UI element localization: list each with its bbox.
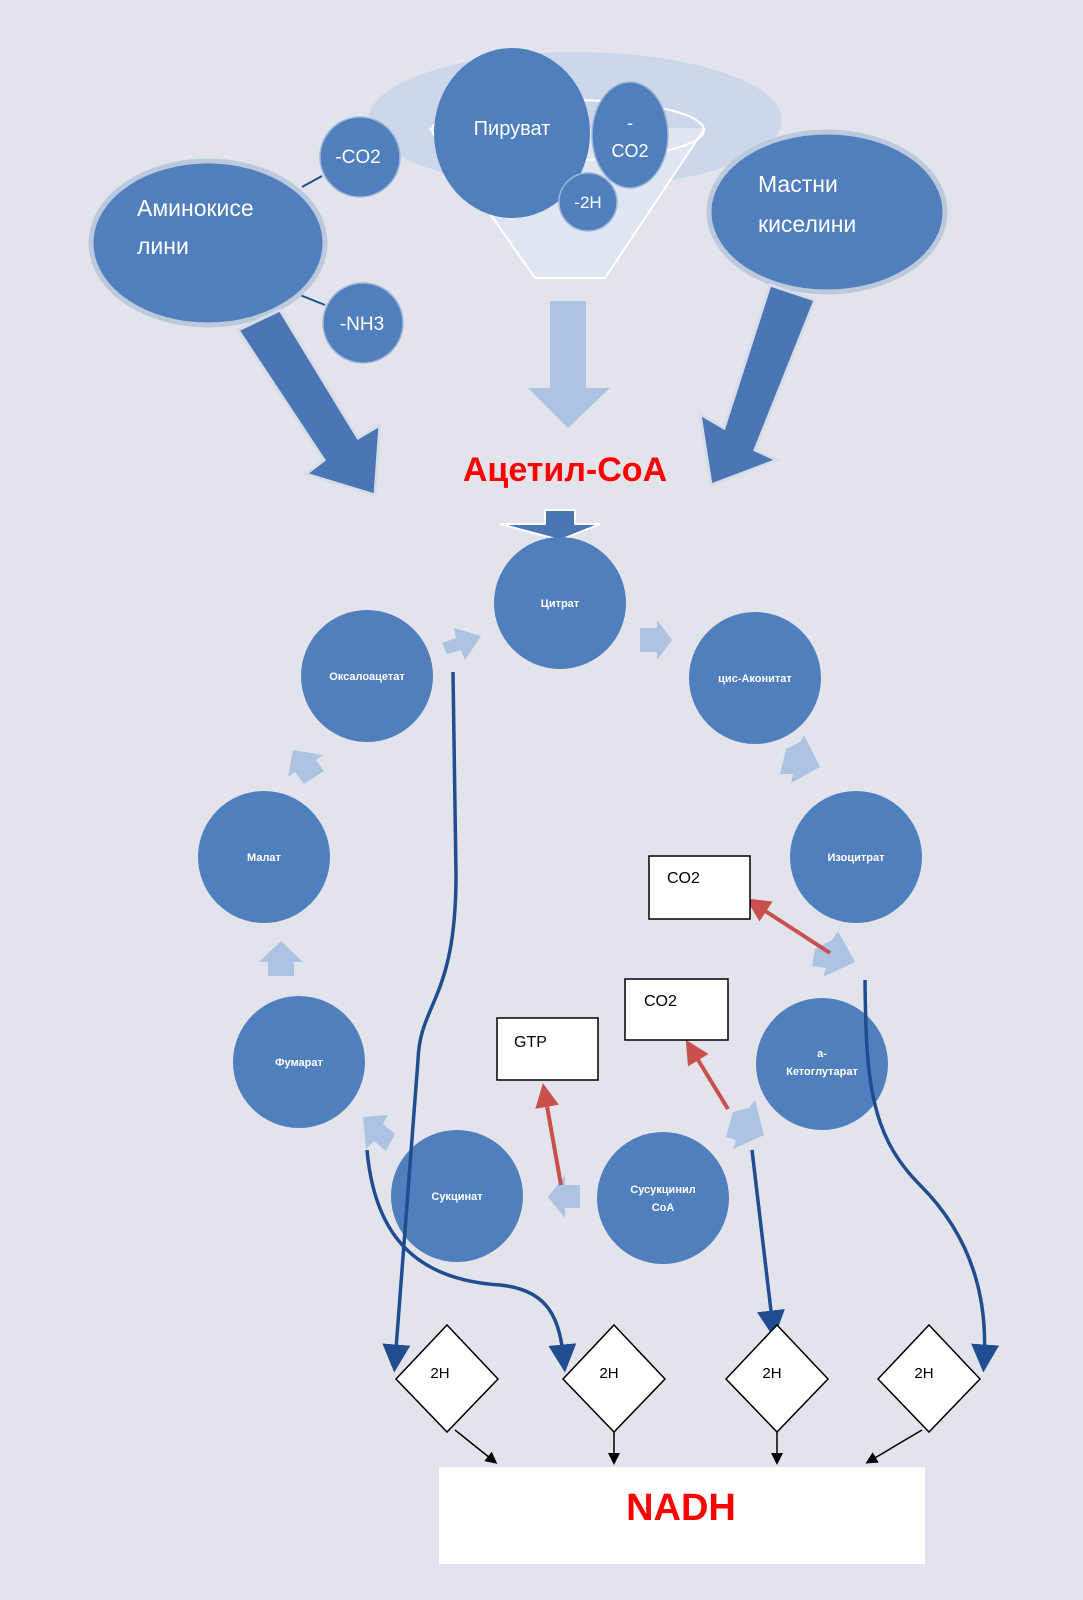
- feed-arrows: [235, 283, 817, 497]
- fatty-acids-label-2: киселини: [758, 211, 856, 237]
- h2-diamond-4-label: 2H: [914, 1365, 933, 1382]
- succinyl-coa-label-1: Сусукцинил: [630, 1184, 695, 1196]
- nadh-label: NADH: [626, 1487, 736, 1529]
- pyruvate-co2-label-1: -: [627, 113, 633, 133]
- cycle-arrow-succcoa-to-succ: [548, 1175, 580, 1218]
- cycle-arrow-fum-to-mal: [259, 941, 303, 976]
- gtp-box-label: GTP: [514, 1034, 547, 1051]
- fatty-to-acetyl-arrow: [698, 283, 817, 488]
- fatty-acids-node: [706, 129, 948, 295]
- cycle-arrow-citrate-to-cis: [640, 620, 672, 660]
- malate-label: Малат: [247, 852, 282, 864]
- iso-co2-arrow: [745, 898, 832, 955]
- cycle-arrow-cis-to-iso: [780, 735, 820, 783]
- pyruvate-to-acetyl-arrow: [528, 301, 610, 428]
- a-ketoglutarate-label-2: Кетоглутарат: [786, 1066, 858, 1078]
- co2-minus-node: [319, 116, 401, 198]
- cycle-arrow-iso-to-akg: [812, 931, 855, 977]
- amino-acids-node: [88, 158, 328, 328]
- oxaloacetate-node: [301, 610, 433, 742]
- citrate-label: Цитрат: [541, 598, 580, 610]
- h2-4-to-nadh-arrow: [865, 1429, 923, 1464]
- hydrogen-flows: [365, 671, 1000, 1373]
- minus-2h-label: -2H: [574, 193, 601, 212]
- h2-diamond-3-label: 2H: [762, 1365, 781, 1382]
- co2-box-2-label: CO2: [644, 993, 677, 1010]
- cycle-nodes: Цитрат цис-Аконитат Изоцитрат а- Кетоглу…: [198, 537, 922, 1264]
- pyruvate-label: Пируват: [474, 118, 551, 140]
- cycle-arrow-akg-to-succ: [726, 1100, 764, 1149]
- akg-flow-line: [750, 1149, 785, 1339]
- minus-2h-node: [558, 172, 618, 232]
- source-group: Пируват - CO2 -2H Аминокисе лини -CO2 -N…: [88, 48, 948, 364]
- co2-box-1: [648, 855, 751, 920]
- nh3-minus-node: [322, 282, 404, 364]
- pyruvate-co2-node: [591, 81, 669, 189]
- akg-co2-arrow: [685, 1039, 730, 1111]
- h2-1-to-nadh-arrow: [454, 1429, 498, 1464]
- acetyl-coa-label: Ацетил-СоА: [463, 451, 667, 489]
- amino-to-acetyl-arrow: [235, 308, 382, 497]
- h2-diamond-1: [394, 1323, 500, 1434]
- co2-minus-label: -CO2: [335, 147, 380, 168]
- pyruvate-node: [434, 48, 590, 218]
- succinyl-coa-node: [597, 1132, 729, 1264]
- h2-diamond-1-label: 2H: [430, 1365, 449, 1382]
- byproducts: CO2 CO2 GTP: [496, 855, 832, 1186]
- oxaloacetate-label: Оксалоацетат: [329, 671, 405, 683]
- co2-box-1-label: CO2: [667, 870, 700, 887]
- cycle-arrow-succ-to-fum: [363, 1115, 395, 1151]
- malate-node: [198, 791, 330, 923]
- a-ketoglutarate-node: [756, 998, 888, 1130]
- amino-acids-label-2: лини: [137, 233, 189, 259]
- acetyl-to-citrate-arrow: [499, 509, 601, 542]
- h2-diamond-2-label: 2H: [599, 1365, 618, 1382]
- citrate-node: [494, 537, 626, 669]
- amino-acids-label-1: Аминокисе: [137, 195, 254, 221]
- cis-aconitate-label: цис-Аконитат: [718, 673, 792, 685]
- succinyl-coa-label-2: СоА: [652, 1202, 675, 1214]
- nadh-box: [439, 1467, 925, 1564]
- fumarate-label: Фумарат: [275, 1057, 323, 1069]
- cis-aconitate-node: [689, 612, 821, 744]
- succinate-label: Сукцинат: [431, 1191, 483, 1203]
- isocitrate-node: [790, 791, 922, 923]
- nh3-minus-label: -NH3: [340, 314, 384, 335]
- amino-nh3-connector: [299, 294, 326, 306]
- isocitrate-label: Изоцитрат: [828, 852, 886, 864]
- iso-flow-line: [863, 979, 1000, 1373]
- succ-flow-line: [365, 1149, 577, 1373]
- succinate-node: [391, 1130, 523, 1262]
- a-ketoglutarate-label-1: а-: [817, 1048, 827, 1060]
- oxa-flow-line: [382, 671, 458, 1373]
- h2-diamond-4: [876, 1323, 982, 1434]
- co2-box-2: [624, 978, 729, 1041]
- amino-co2-connector: [301, 175, 323, 188]
- pyruvate-co2-label-2: CO2: [611, 141, 648, 161]
- hydrogen-diamonds: 2H 2H 2H 2H: [394, 1323, 982, 1434]
- fumarate-node: [233, 996, 365, 1128]
- nadh-arrows: [454, 1429, 923, 1465]
- gtp-box: [496, 1017, 599, 1081]
- fatty-acids-label-1: Мастни: [758, 171, 838, 197]
- cycle-arrow-oxa-to-cit: [442, 628, 481, 660]
- cycle-arrow-mal-to-oxa: [288, 750, 324, 784]
- cycle-step-arrows: [259, 620, 855, 1218]
- succcoa-gtp-arrow: [535, 1083, 563, 1186]
